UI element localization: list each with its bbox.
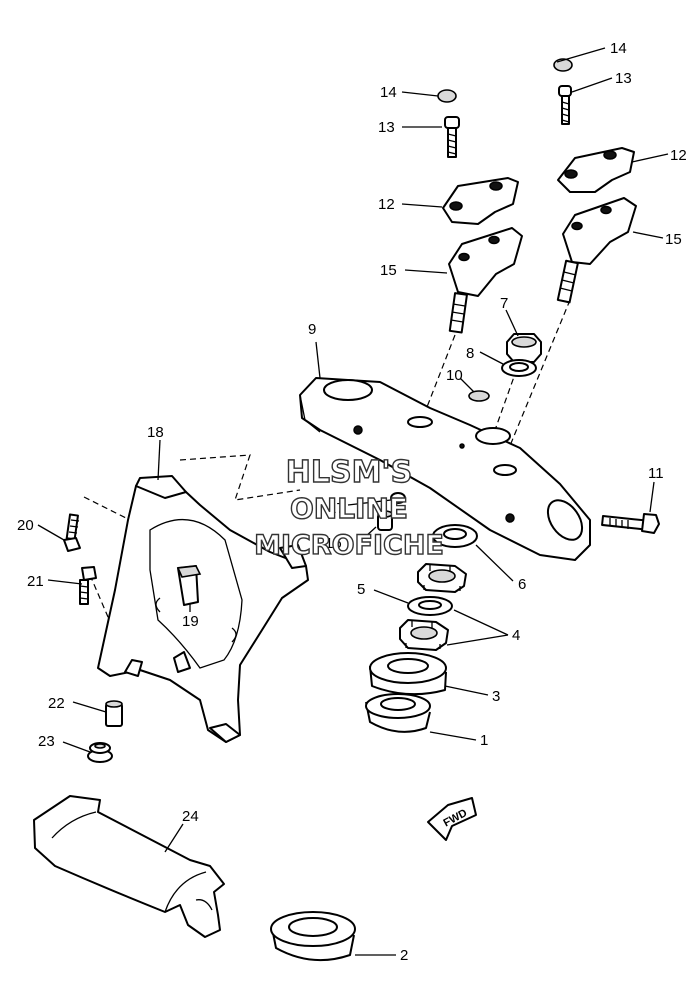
upper-holder-12-left — [442, 177, 519, 225]
bearing-2 — [270, 911, 356, 962]
fwd-arrow: FWD — [427, 797, 477, 841]
callout-4: 4 — [512, 627, 520, 644]
callout-20: 20 — [17, 517, 34, 534]
under-bracket-18 — [97, 475, 309, 743]
washer-6 — [432, 524, 478, 548]
callout-21: 21 — [27, 573, 44, 590]
lower-holder-15-left — [448, 227, 523, 334]
callout-7: 7 — [500, 295, 508, 312]
lower-holder-15-right — [556, 197, 637, 304]
callout-6: 6 — [518, 576, 526, 593]
damper-16 — [377, 510, 393, 531]
callout-22: 22 — [48, 695, 65, 712]
callout-5: 5 — [357, 581, 365, 598]
callout-13-left: 13 — [378, 119, 395, 136]
ring-nut-4-upper — [417, 563, 467, 593]
bolt-20 — [63, 513, 81, 552]
callout-1: 1 — [480, 732, 488, 749]
callout-12-right: 12 — [670, 147, 687, 164]
watermark-line-2: ONLINE — [290, 492, 408, 525]
watermark: HLSM'S ONLINE MICROFICHE — [253, 454, 444, 561]
bolt-11 — [601, 513, 660, 534]
callout-19: 19 — [182, 613, 199, 630]
callout-14-left: 14 — [380, 84, 397, 101]
callout-23: 23 — [38, 733, 55, 750]
cover-24 — [33, 795, 225, 938]
callout-2: 2 — [400, 947, 408, 964]
bolt-13-right — [558, 85, 572, 125]
callout-3: 3 — [492, 688, 500, 705]
grommet-23 — [87, 742, 113, 763]
callout-12-left: 12 — [378, 196, 395, 213]
bolt-13-left — [444, 116, 460, 158]
callout-15-right: 15 — [665, 231, 682, 248]
callout-15-left: 15 — [380, 262, 397, 279]
watermark-line-1: HLSM'S — [286, 455, 412, 490]
callout-10: 10 — [446, 367, 463, 384]
callout-9: 9 — [308, 321, 316, 338]
callout-13-right: 13 — [615, 70, 632, 87]
callout-24: 24 — [182, 808, 199, 825]
collar-22 — [105, 700, 123, 727]
upper-bracket-9 — [299, 377, 591, 561]
callout-labels: 14 13 14 13 12 12 15 15 7 8 10 9 11 18 2… — [17, 40, 687, 964]
cap-14-left — [437, 89, 457, 103]
washer-8 — [501, 359, 537, 377]
bolt-21 — [79, 566, 97, 605]
nut-7 — [506, 333, 542, 363]
leader-lines — [37, 47, 669, 956]
rubber-17 — [390, 492, 406, 504]
callout-14-right: 14 — [610, 40, 627, 57]
dust-seal-3 — [369, 652, 447, 696]
lock-washer-5 — [407, 596, 453, 616]
upper-holder-12-right — [557, 147, 635, 193]
callout-8: 8 — [466, 345, 474, 362]
ring-nut-4-lower — [399, 619, 449, 651]
bearing-1 — [365, 693, 431, 733]
watermark-line-3: MICROFICHE — [254, 530, 444, 561]
clip-19 — [155, 565, 237, 643]
callout-11: 11 — [648, 465, 664, 482]
plug-10 — [468, 390, 490, 402]
callout-17: 17 — [328, 500, 345, 517]
callout-16: 16 — [325, 535, 342, 552]
callout-18: 18 — [147, 424, 164, 441]
